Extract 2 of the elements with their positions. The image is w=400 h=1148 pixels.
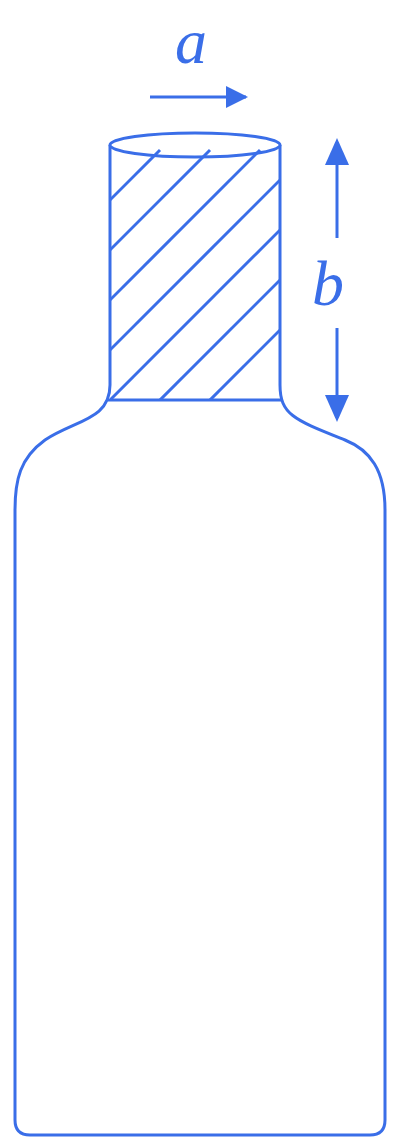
dimension-label: a [175, 10, 207, 74]
dimension-label: b [312, 252, 344, 316]
